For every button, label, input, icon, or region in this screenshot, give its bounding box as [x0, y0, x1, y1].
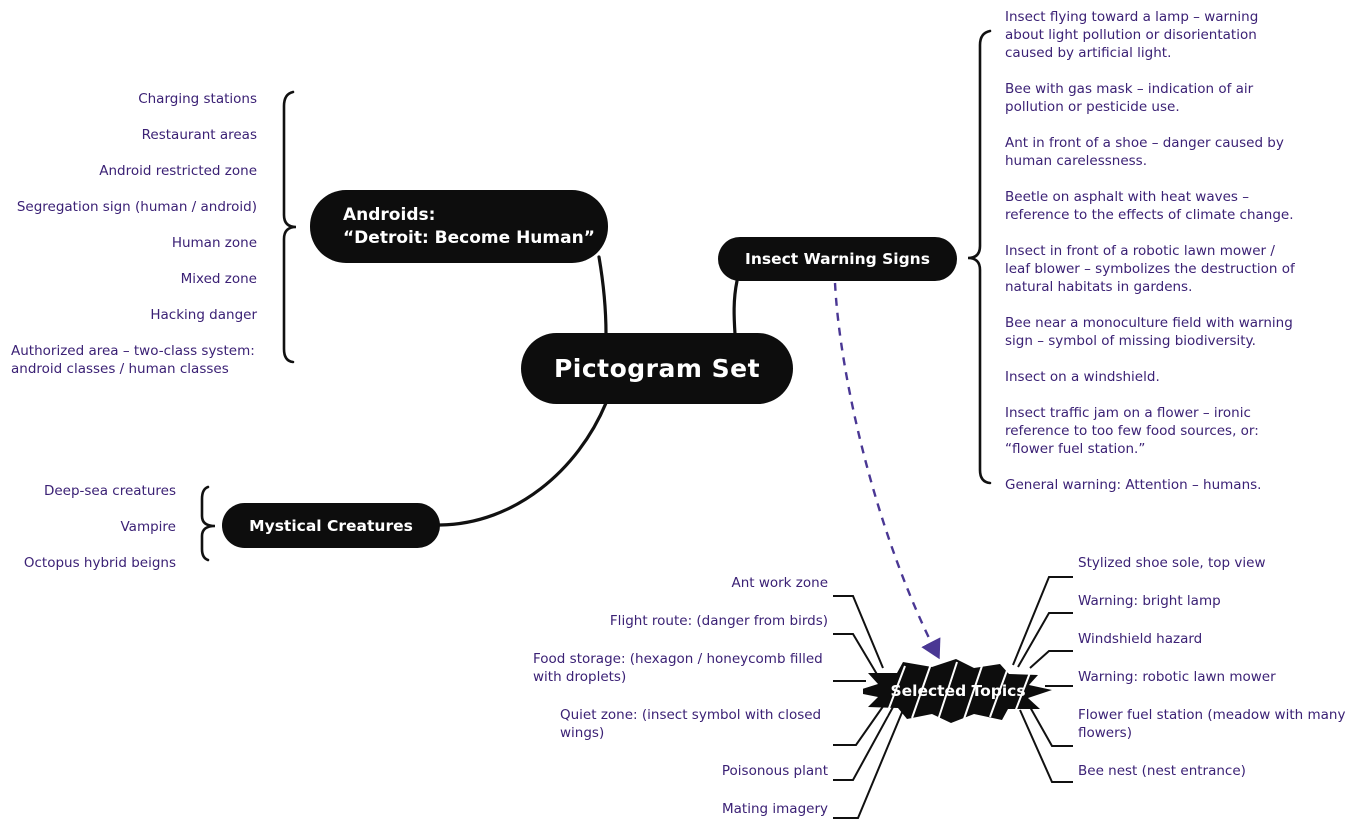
connector-poisonous-plant [833, 706, 894, 781]
leaf-segregation-sign[interactable]: Segregation sign (human / android) [16, 199, 257, 215]
connector-flower-fuel [1029, 706, 1073, 747]
burst-shape [863, 659, 1052, 723]
brace-insects-group [967, 29, 992, 485]
leaf-insect-traffic-jam[interactable]: Insect traffic jam on a flower – ironic … [1005, 405, 1259, 457]
connector-ant-work-zone [833, 595, 884, 669]
leaf-vampire[interactable]: Vampire [120, 519, 177, 535]
leaf-warning-bright-lamp[interactable]: Warning: bright lamp [1078, 593, 1221, 609]
leaf-ant-shoe[interactable]: Ant in front of a shoe – danger caused b… [1005, 135, 1284, 169]
leaf-shoe-sole-top-view[interactable]: Stylized shoe sole, top view [1078, 555, 1266, 571]
leaf-food-storage[interactable]: Food storage: (hexagon / honeycomb fille… [533, 651, 823, 685]
leaf-android-restricted-zone[interactable]: Android restricted zone [99, 163, 257, 179]
leaf-flight-route[interactable]: Flight route: (danger from birds) [609, 613, 828, 629]
leaf-quiet-zone[interactable]: Quiet zone: (insect symbol with closed w… [560, 707, 822, 741]
connector-bright-lamp [1017, 612, 1073, 668]
leaf-charging-stations[interactable]: Charging stations [138, 91, 257, 107]
leaf-mating-imagery[interactable]: Mating imagery [722, 801, 828, 817]
leaf-mixed-zone[interactable]: Mixed zone [180, 271, 257, 287]
connector-bee-nest [1019, 709, 1073, 783]
dashed-relation-arrow [833, 282, 941, 660]
leaf-ant-work-zone[interactable]: Ant work zone [731, 575, 828, 591]
node-mystical-creatures[interactable]: Mystical Creatures [222, 503, 440, 548]
leaf-bee-nest[interactable]: Bee nest (nest entrance) [1078, 763, 1246, 779]
leaf-deep-sea-creatures[interactable]: Deep-sea creatures [43, 483, 176, 499]
leaf-human-zone[interactable]: Human zone [171, 235, 257, 251]
leaf-monoculture-field[interactable]: Bee near a monoculture field with warnin… [1005, 315, 1293, 349]
node-selected-topics[interactable]: Selected Topics [863, 656, 1053, 726]
node-root-pictogram-set[interactable]: Pictogram Set [521, 333, 793, 404]
node-androids[interactable]: Androids: “Detroit: Become Human” [310, 190, 608, 263]
leaf-robotic-lawn-mower[interactable]: Insect in front of a robotic lawn mower … [1005, 243, 1295, 295]
connector-quiet-zone [833, 704, 885, 746]
connector-windshield [1029, 650, 1073, 669]
leaf-general-warning[interactable]: General warning: Attention – humans. [1005, 477, 1262, 493]
leaf-restaurant-areas[interactable]: Restaurant areas [141, 127, 257, 143]
leaf-authorized-area[interactable]: Authorized area – two-class system: andr… [11, 343, 255, 377]
branch-line-mystical [438, 401, 608, 527]
leaf-windshield[interactable]: Insect on a windshield. [1005, 369, 1160, 385]
connector-mating-imagery [833, 709, 904, 819]
leaf-warning-lawn-mower[interactable]: Warning: robotic lawn mower [1078, 669, 1276, 685]
brace-mystical-group [200, 485, 216, 562]
leaf-poisonous-plant[interactable]: Poisonous plant [721, 763, 828, 779]
leaf-flower-fuel-station[interactable]: Flower fuel station (meadow with many fl… [1078, 707, 1346, 741]
brace-androids-group [282, 90, 297, 364]
node-insect-warning-signs[interactable]: Insect Warning Signs [718, 237, 957, 281]
selected-topics-label: Selected Topics [890, 682, 1026, 700]
connector-shoe-sole [1012, 576, 1073, 666]
leaf-insect-lamp[interactable]: Insect flying toward a lamp – warning ab… [1005, 9, 1259, 61]
connector-flight-route [833, 633, 879, 677]
leaf-windshield-hazard[interactable]: Windshield hazard [1078, 631, 1203, 647]
branch-line-insects [732, 279, 739, 336]
leaf-beetle-asphalt[interactable]: Beetle on asphalt with heat waves – refe… [1005, 189, 1294, 223]
leaf-hacking-danger[interactable]: Hacking danger [150, 307, 257, 323]
branch-line-androids [597, 255, 608, 336]
leaf-octopus-hybrid[interactable]: Octopus hybrid beigns [23, 555, 176, 571]
leaf-bee-gas-mask[interactable]: Bee with gas mask – indication of air po… [1005, 81, 1254, 115]
